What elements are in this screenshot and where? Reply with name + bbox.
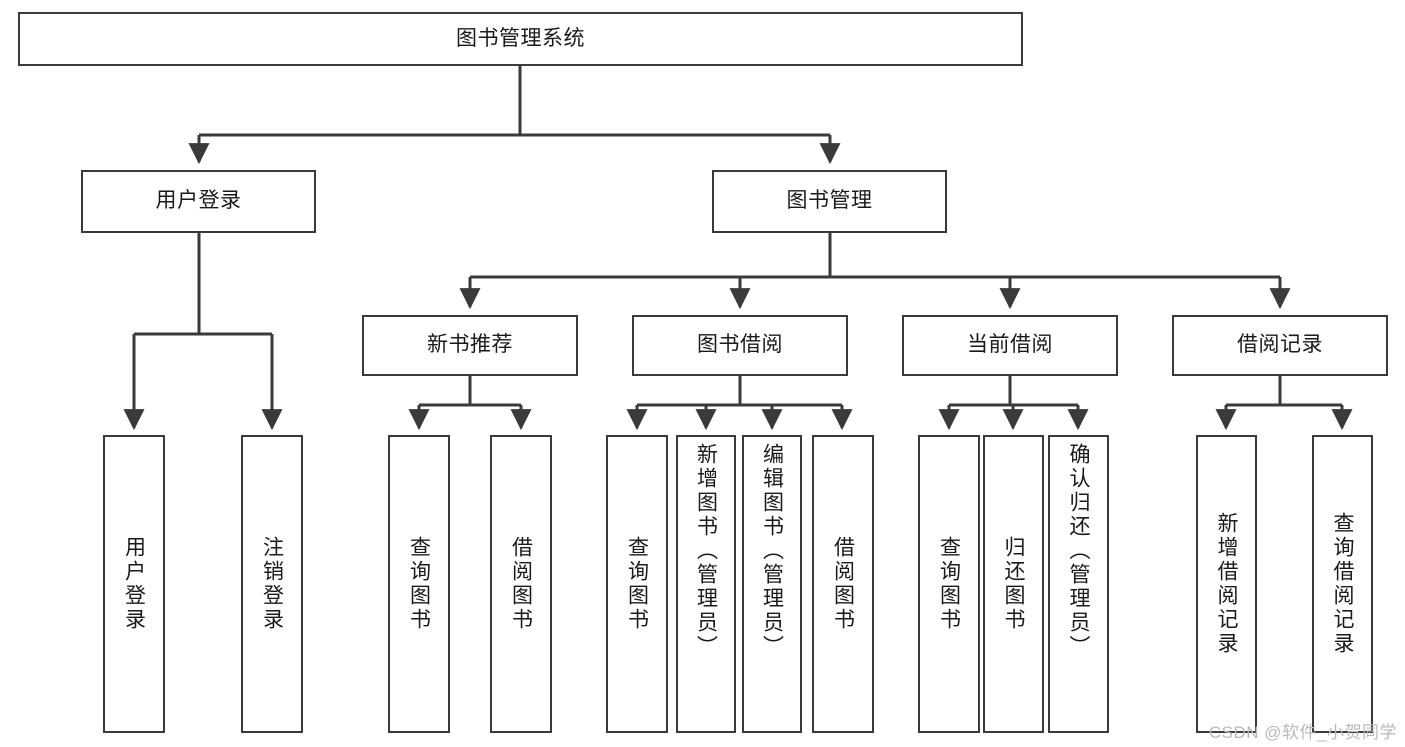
node-leaf-logout[interactable]: 注销登录 — [241, 435, 303, 733]
node-leaf-confirm-return[interactable]: 确认归还（管理员） — [1048, 435, 1109, 733]
node-book-borrow[interactable]: 图书借阅 — [632, 315, 848, 376]
node-leaf-query-book-2-label: 查询图书 — [625, 536, 649, 632]
node-user-login[interactable]: 用户登录 — [81, 170, 316, 233]
node-leaf-query-book-1[interactable]: 查询图书 — [388, 435, 450, 733]
node-book-management[interactable]: 图书管理 — [712, 170, 947, 233]
node-root-label: 图书管理系统 — [456, 26, 585, 50]
node-borrow-record-label: 借阅记录 — [1237, 333, 1323, 357]
node-leaf-add-record-label: 新增借阅记录 — [1215, 512, 1238, 656]
node-root[interactable]: 图书管理系统 — [18, 12, 1023, 66]
node-leaf-add-book[interactable]: 新增图书（管理员） — [676, 435, 736, 733]
watermark-text: CSDN @软件_小贺同学 — [1208, 723, 1397, 742]
node-leaf-query-record[interactable]: 查询借阅记录 — [1312, 435, 1373, 733]
node-borrow-record[interactable]: 借阅记录 — [1172, 315, 1388, 376]
node-leaf-return-book-label: 归还图书 — [1002, 536, 1025, 632]
node-book-management-label: 图书管理 — [786, 189, 873, 213]
node-leaf-user-login-label: 用户登录 — [122, 536, 146, 632]
node-leaf-query-record-label: 查询借阅记录 — [1331, 512, 1354, 656]
node-current-borrow-label: 当前借阅 — [967, 333, 1053, 357]
node-leaf-edit-book[interactable]: 编辑图书（管理员） — [742, 435, 802, 733]
node-leaf-user-login[interactable]: 用户登录 — [103, 435, 165, 733]
node-leaf-add-record[interactable]: 新增借阅记录 — [1196, 435, 1257, 733]
node-leaf-borrow-book-2-label: 借阅图书 — [831, 536, 855, 632]
node-current-borrow[interactable]: 当前借阅 — [902, 315, 1118, 376]
node-leaf-confirm-return-label: 确认归还（管理员） — [1067, 443, 1090, 659]
node-leaf-borrow-book-1-label: 借阅图书 — [509, 536, 533, 632]
node-user-login-label: 用户登录 — [155, 189, 242, 213]
node-leaf-query-book-3-label: 查询图书 — [937, 536, 961, 632]
node-leaf-add-book-label: 新增图书（管理员） — [694, 443, 718, 659]
node-leaf-borrow-book-1[interactable]: 借阅图书 — [490, 435, 552, 733]
node-book-borrow-label: 图书借阅 — [697, 333, 783, 357]
node-leaf-borrow-book-2[interactable]: 借阅图书 — [812, 435, 874, 733]
node-leaf-logout-label: 注销登录 — [260, 536, 284, 632]
node-leaf-query-book-3[interactable]: 查询图书 — [918, 435, 980, 733]
node-leaf-edit-book-label: 编辑图书（管理员） — [760, 443, 784, 659]
node-leaf-query-book-2[interactable]: 查询图书 — [606, 435, 668, 733]
node-leaf-return-book[interactable]: 归还图书 — [983, 435, 1044, 733]
node-leaf-query-book-1-label: 查询图书 — [407, 536, 431, 632]
node-new-book-recommend[interactable]: 新书推荐 — [362, 315, 578, 376]
node-new-book-recommend-label: 新书推荐 — [427, 333, 513, 357]
